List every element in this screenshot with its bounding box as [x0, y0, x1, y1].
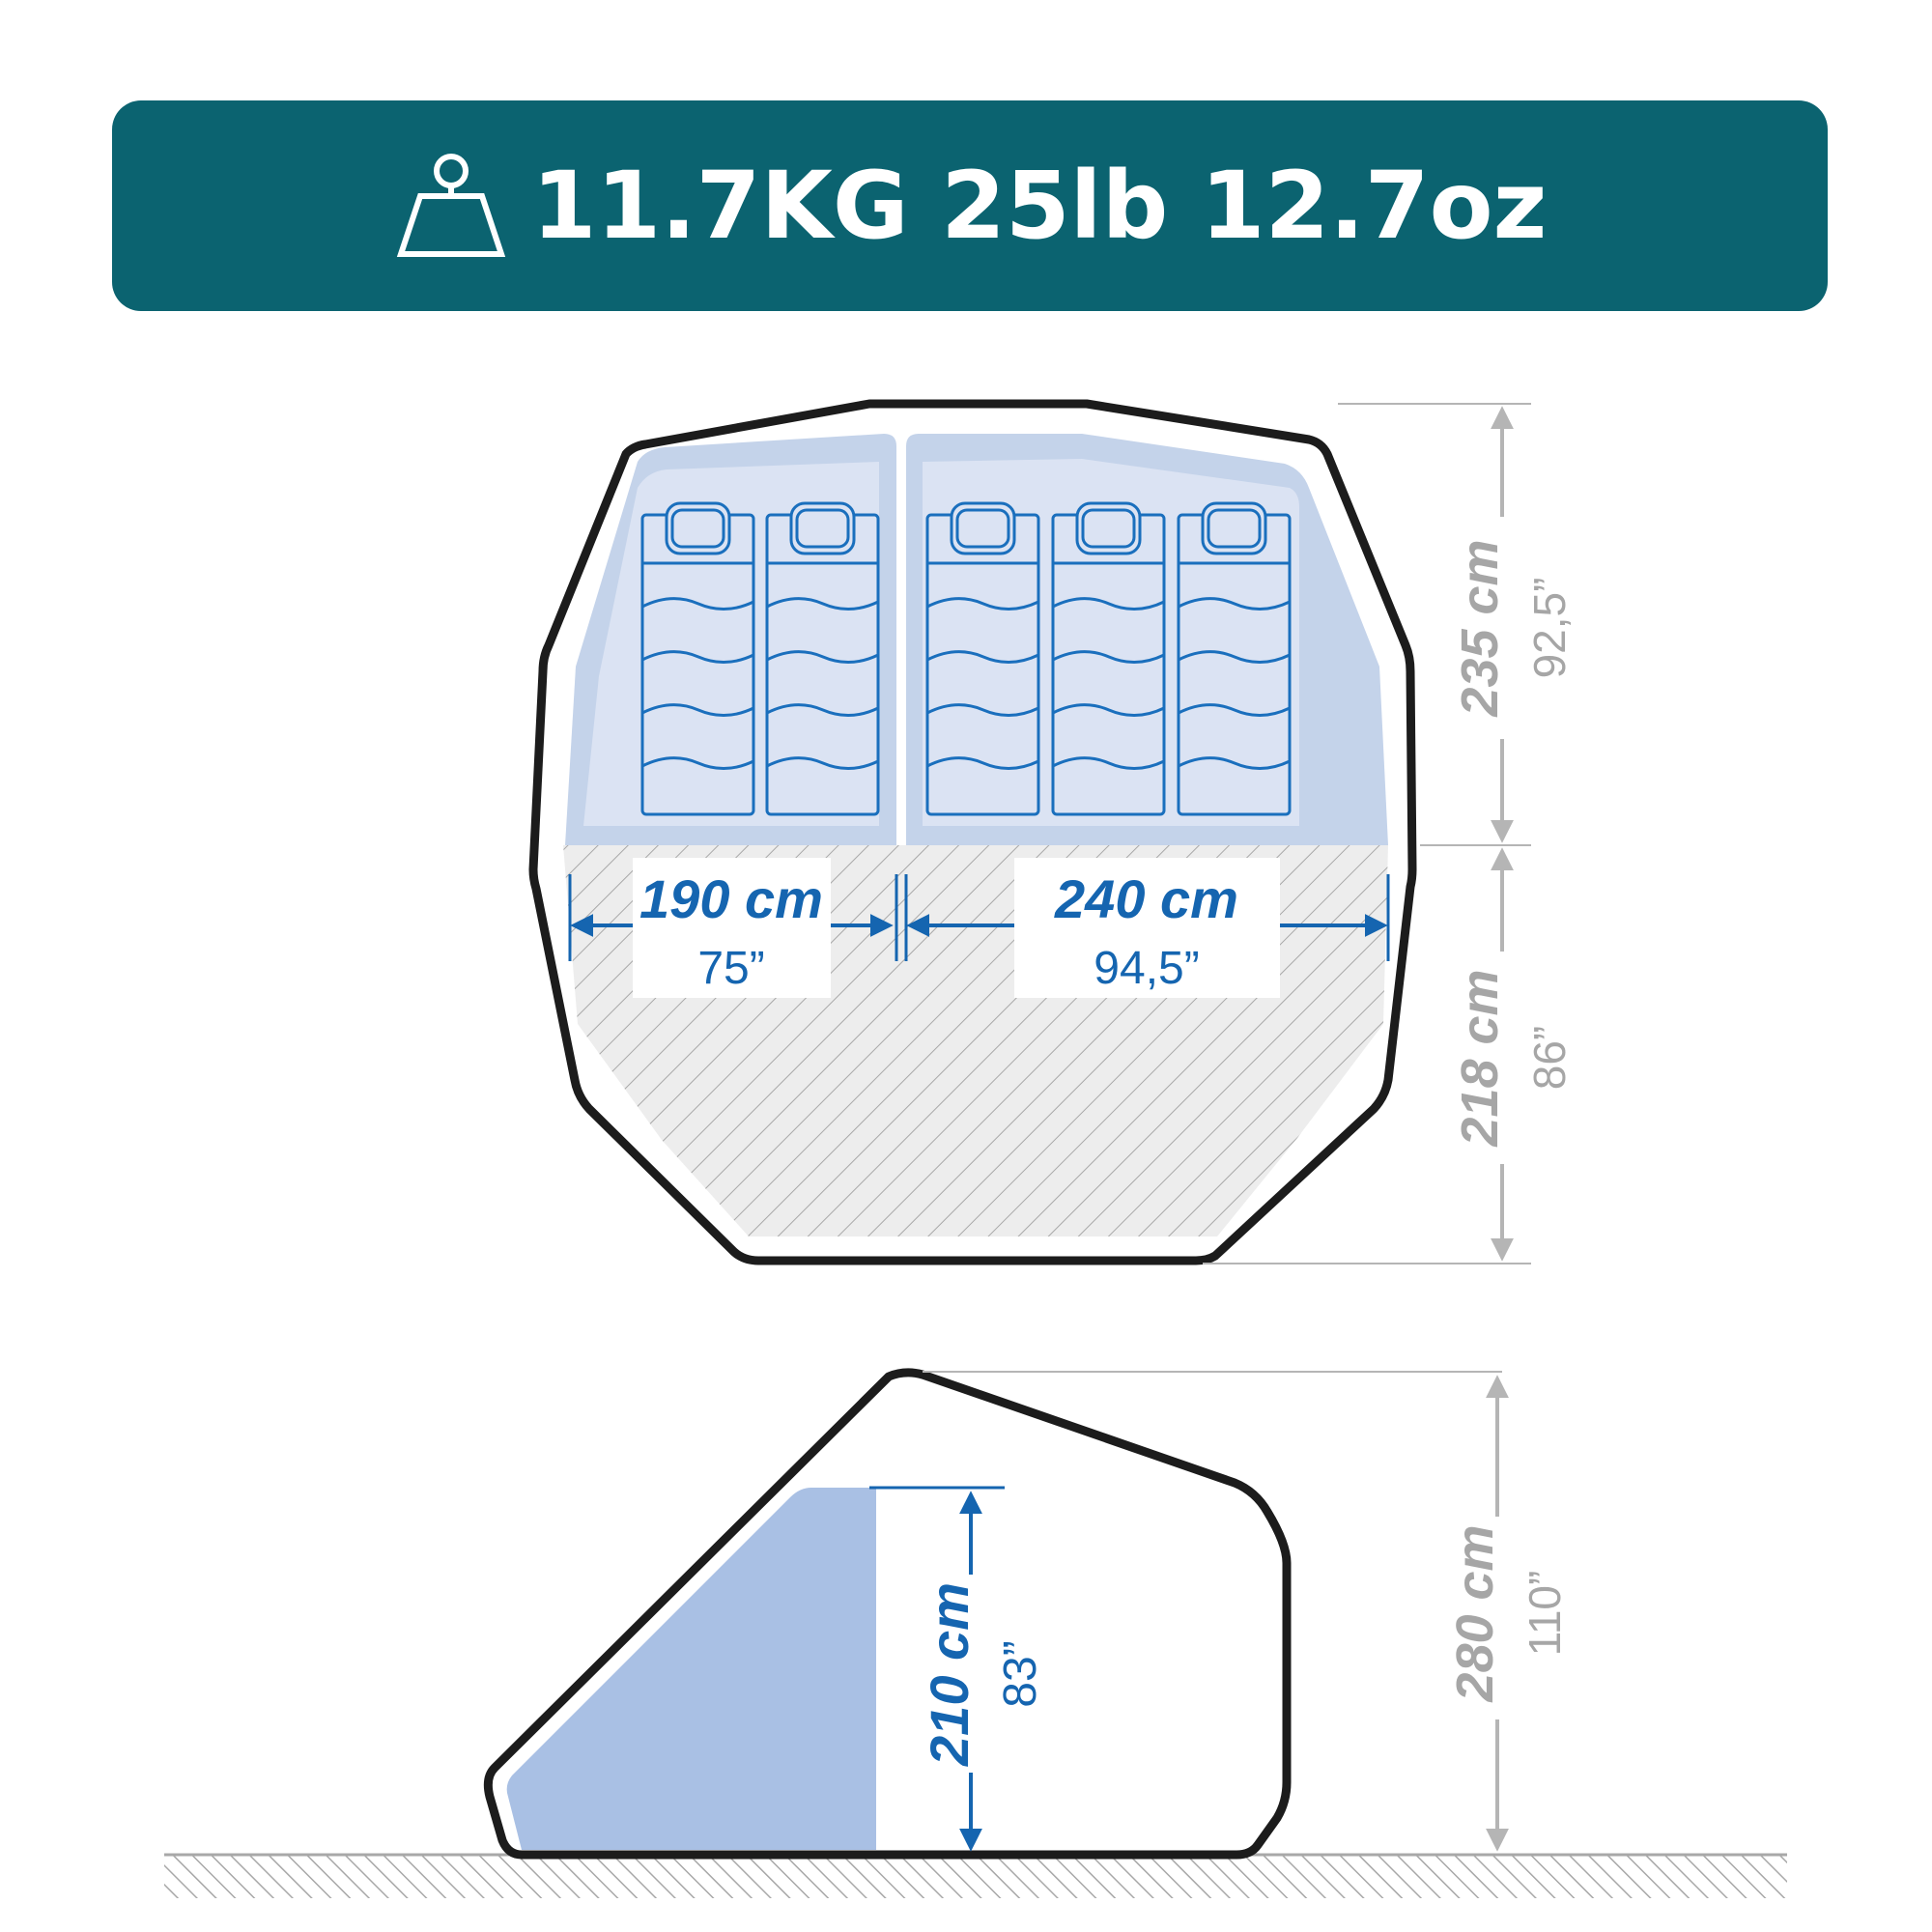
sleeping-bag — [1177, 501, 1292, 816]
depth-bedroom-in: 92,5” — [1524, 578, 1575, 679]
depth-bedroom-cm: 235 cm — [1451, 539, 1509, 717]
ground — [164, 1855, 1787, 1898]
tent-outline-side — [483, 1368, 1292, 1860]
side-sleep-area — [506, 1488, 876, 1850]
total-height-in: 110” — [1520, 1571, 1570, 1657]
sleeping-bag — [1051, 501, 1166, 816]
tent-outline-top — [528, 399, 1417, 1265]
weight-label: 11.7KG 25lb 12.7oz — [531, 152, 1548, 260]
depth-living-in: 86” — [1524, 1026, 1575, 1090]
sleeping-bag — [640, 501, 755, 816]
bedroom-left-width-in: 75” — [697, 943, 764, 994]
inner-height-in: 83” — [995, 1640, 1046, 1707]
bedroom-right-width-cm: 240 cm — [1054, 868, 1238, 929]
top-view: 190 cm 75” 240 cm 94,5” 235 cm 92,5” 218… — [528, 399, 1575, 1265]
depth-living-cm: 218 cm — [1451, 969, 1509, 1147]
inner-height-cm: 210 cm — [919, 1582, 980, 1767]
bedroom-left-width-cm: 190 cm — [639, 868, 823, 929]
side-view: 210 cm 83” 280 cm 110” — [164, 1368, 1787, 1898]
total-height-cm: 280 cm — [1446, 1524, 1504, 1702]
weight-icon — [396, 154, 505, 257]
sleeping-bags — [640, 501, 1292, 816]
sleeping-bag — [765, 501, 880, 816]
weight-banner: 11.7KG 25lb 12.7oz — [112, 100, 1828, 311]
sleeping-bag — [925, 501, 1040, 816]
bedroom-right-width-in: 94,5” — [1094, 943, 1199, 994]
